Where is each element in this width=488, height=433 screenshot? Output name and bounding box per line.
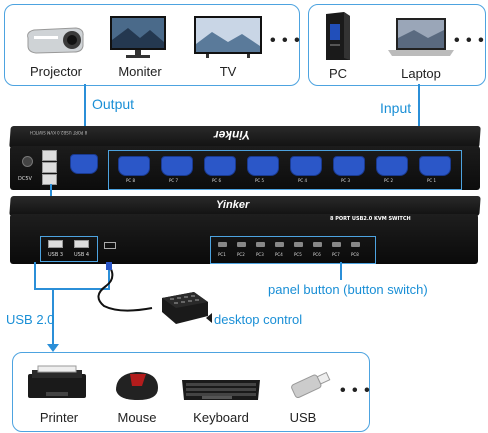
pc-icon xyxy=(326,12,350,60)
output-label: Output xyxy=(92,96,135,112)
panel-button[interactable] xyxy=(275,242,284,247)
panel-button[interactable] xyxy=(256,242,265,247)
pc-vga-port-label: PC 6 xyxy=(212,178,222,183)
pc-vga-port xyxy=(290,156,322,176)
usb2-line-horizontal xyxy=(34,288,110,290)
panel-button[interactable] xyxy=(332,242,341,247)
switch-brand-rear: Yinker xyxy=(214,128,251,142)
panel-button-label: PC1 xyxy=(218,252,226,257)
printer-icon xyxy=(28,365,86,398)
panel-button[interactable] xyxy=(313,242,322,247)
pc-vga-port xyxy=(161,156,193,176)
peripherals-more-dots: • • • xyxy=(340,382,371,399)
panel-button-label: PC7 xyxy=(332,252,340,257)
switch-model-front: 8 PORT USB2.0 KVM SWITCH xyxy=(330,216,411,222)
laptop-label: Laptop xyxy=(401,66,441,81)
usb2-line-down xyxy=(52,290,54,346)
usb2-arrow xyxy=(47,344,59,352)
desktop-control-arrow xyxy=(206,313,212,323)
pc-label: PC xyxy=(328,66,348,81)
panel-button[interactable] xyxy=(218,242,227,247)
front-usb-port-4 xyxy=(74,240,89,248)
input-label: Input xyxy=(380,100,412,116)
tv-icon xyxy=(194,16,262,58)
pc-vga-port xyxy=(376,156,408,176)
panel-button-label: PC5 xyxy=(294,252,302,257)
panel-button[interactable] xyxy=(294,242,303,247)
power-port xyxy=(22,156,33,167)
pc-vga-port-label: PC 1 xyxy=(427,178,437,183)
desktop-control-label: desktop control xyxy=(214,312,303,327)
usb2-line-left xyxy=(34,262,36,290)
projector-label: Projector xyxy=(29,64,83,79)
pc-vga-port xyxy=(247,156,279,176)
mouse-label: Mouse xyxy=(117,410,157,425)
pc-vga-port-label: PC 4 xyxy=(298,178,308,183)
panel-button-label: PC2 xyxy=(237,252,245,257)
printer-label: Printer xyxy=(39,410,79,425)
projector-icon xyxy=(27,27,84,54)
panel-button-label: PC8 xyxy=(351,252,359,257)
desktop-control-cable xyxy=(97,262,153,312)
rear-usb-port-3 xyxy=(42,174,57,185)
pc-vga-port-label: PC 8 xyxy=(126,178,136,183)
panel-button-label: PC6 xyxy=(313,252,321,257)
console-vga-port xyxy=(70,154,98,174)
usb-label: USB xyxy=(289,410,317,425)
front-usb-label-3: USB 3 xyxy=(48,252,64,258)
output-more-dots: • • • xyxy=(270,32,301,49)
tv-label: TV xyxy=(219,64,237,79)
pc-vga-port xyxy=(118,156,150,176)
usb-drive-icon xyxy=(291,371,331,399)
pc-vga-port-label: PC 7 xyxy=(169,178,179,183)
panel-button-label: PC3 xyxy=(256,252,264,257)
kvm-front-face xyxy=(10,214,478,264)
keyboard-label: Keyboard xyxy=(193,410,249,425)
rear-usb-port-2 xyxy=(42,162,57,173)
pc-vga-port xyxy=(333,156,365,176)
output-line xyxy=(84,84,86,164)
mini-usb-port xyxy=(104,242,116,249)
mouse-icon xyxy=(116,372,158,400)
front-usb-port-3 xyxy=(48,240,63,248)
panel-button-label: panel button (button switch) xyxy=(268,282,428,297)
panel-button-line xyxy=(340,262,342,280)
panel-button-label: PC4 xyxy=(275,252,283,257)
pc-vga-port xyxy=(204,156,236,176)
pc-ports-highlight xyxy=(108,150,462,190)
panel-button[interactable] xyxy=(237,242,246,247)
front-usb-label-4: USB 4 xyxy=(74,252,90,258)
pc-vga-port-label: PC 5 xyxy=(255,178,265,183)
power-label: DC5V xyxy=(18,176,32,182)
monitor-icon xyxy=(110,16,166,58)
input-more-dots: • • • xyxy=(454,32,485,49)
rear-usb-port-1 xyxy=(42,150,57,161)
front-usb-highlight xyxy=(40,236,98,262)
laptop-icon xyxy=(388,18,454,56)
switch-model-rear: 8 PORT USB2.0 KVM SWITCH xyxy=(30,130,88,135)
keyboard-icon xyxy=(182,380,260,400)
usb2-label: USB 2.0 xyxy=(6,312,55,327)
input-line xyxy=(418,84,420,152)
usb2-line-right xyxy=(108,262,110,290)
panel-button[interactable] xyxy=(351,242,360,247)
monitor-label: Moniter xyxy=(118,64,162,79)
pc-vga-port-label: PC 3 xyxy=(341,178,351,183)
switch-brand-front: Yinker xyxy=(216,199,250,211)
pc-vga-port xyxy=(419,156,451,176)
panel-buttons-highlight xyxy=(210,236,376,264)
desktop-control-remote xyxy=(162,292,208,324)
pc-vga-port-label: PC 2 xyxy=(384,178,394,183)
